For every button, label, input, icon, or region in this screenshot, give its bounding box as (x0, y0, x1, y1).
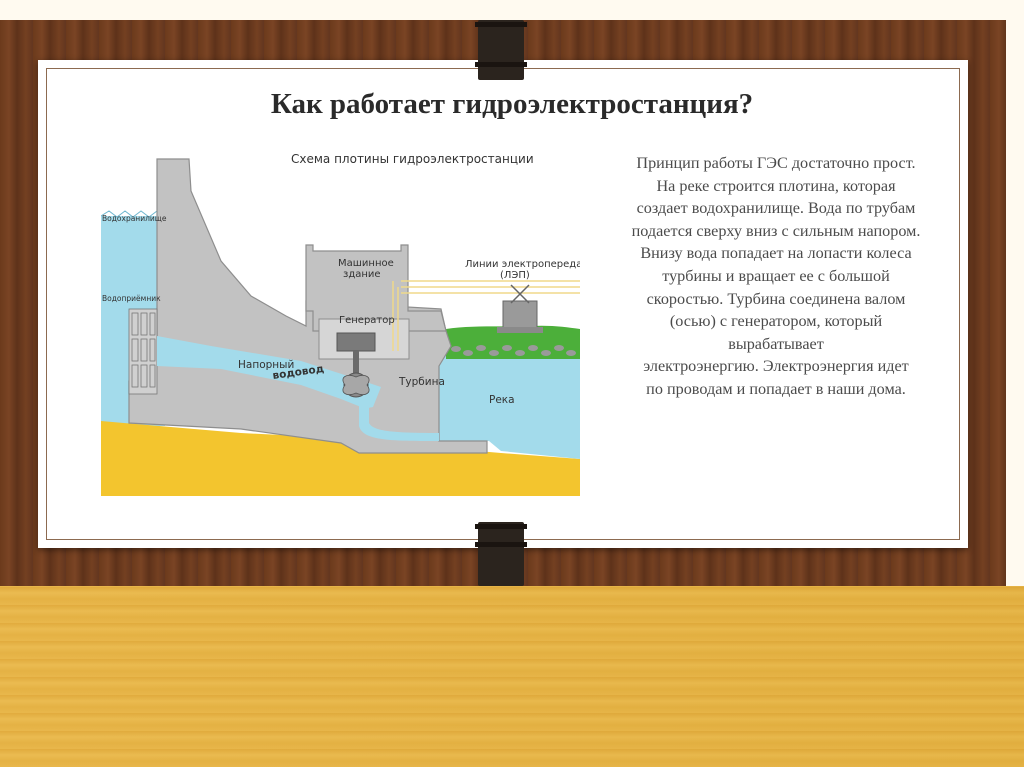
label-river: Река (489, 394, 515, 406)
machine-hall (305, 244, 447, 332)
label-machine-hall: Машинное (338, 258, 394, 269)
slide-title: Как работает гидроэлектростанция? (270, 88, 754, 120)
description-line: (осью) с генератором, который (669, 312, 883, 331)
transformer (497, 284, 543, 333)
intake-grate (128, 308, 158, 395)
description-line: скоростью. Турбина соединена валом (646, 289, 906, 308)
description-line: по проводам и попадает в наши дома. (646, 379, 906, 398)
description-line: создает водохранилище. Вода по трубам (636, 199, 916, 218)
top-clip (475, 20, 527, 80)
draft-tube (359, 403, 439, 441)
label-turbine: Турбина (398, 376, 445, 388)
description-line: Внизу вода попадает на лопасти колеса (640, 244, 912, 263)
generator (336, 332, 376, 352)
description-text: Принцип работы ГЭС достаточно прост. На … (606, 152, 946, 401)
dam-diagram: Схема плотины гидроэлектростанции Водохр… (100, 141, 595, 496)
penstock-water (157, 336, 369, 407)
description-line: Принцип работы ГЭС достаточно прост. (636, 154, 916, 172)
river-water (439, 346, 580, 459)
description-line: электроэнергию. Электроэнергия идет (643, 357, 909, 376)
top-strip (0, 0, 1024, 20)
turbine (342, 372, 370, 398)
bottom-clip (475, 522, 527, 586)
description-line: На реке строится плотина, которая (656, 176, 896, 195)
description-line: вырабатывает (728, 334, 824, 353)
ground (101, 421, 580, 496)
label-intake: Водоприёмник (102, 294, 161, 303)
label-power-lines: (ЛЭП) (500, 270, 530, 281)
floor-background (0, 586, 1024, 767)
label-penstock: Напорный (238, 359, 294, 371)
label-generator: Генератор (339, 315, 395, 326)
label-power-lines: Линии электропередачи (465, 259, 580, 270)
label-reservoir: Водохранилище (102, 214, 167, 223)
diagram-title: Схема плотины гидроэлектростанции (291, 152, 534, 166)
dam-diagram-svg: Схема плотины гидроэлектростанции Водохр… (100, 141, 595, 496)
description-line: подается сверху вниз с сильным напором. (631, 221, 921, 240)
power-lines (392, 280, 580, 351)
label-machine-hall: здание (343, 269, 381, 280)
right-strip (1006, 0, 1024, 586)
description-line: турбины и вращает ее с большой (662, 266, 890, 285)
